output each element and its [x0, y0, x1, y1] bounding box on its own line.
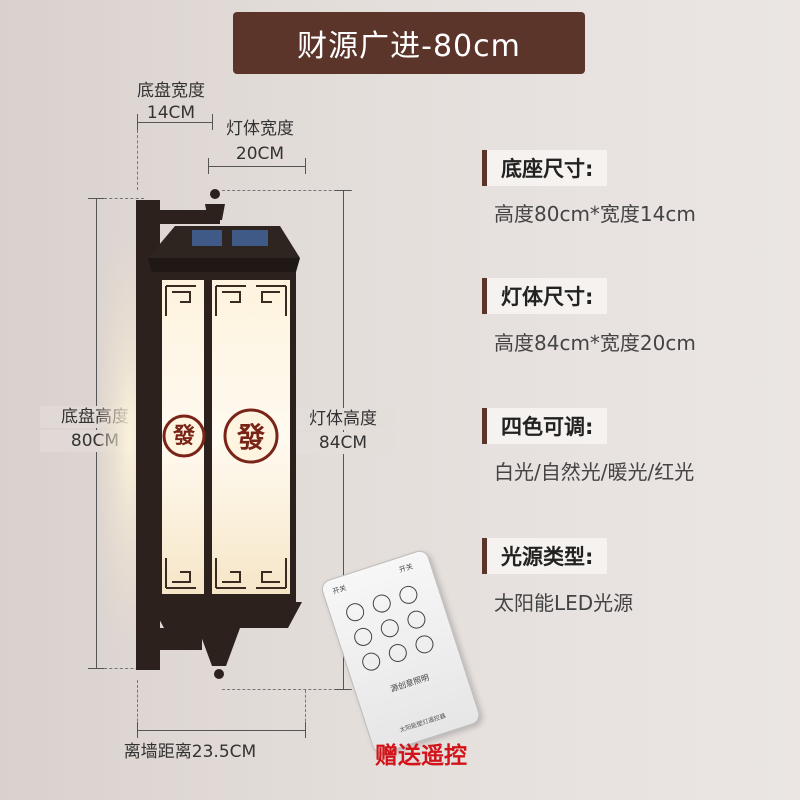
spec-light-source-heading: 光源类型: — [482, 538, 608, 574]
lamp-height-value: 84CM — [290, 432, 396, 454]
medallion-char-right: 發 — [236, 421, 265, 454]
base-width-tick-right — [212, 114, 213, 130]
spec-lamp-size-heading: 灯体尺寸: — [482, 278, 608, 314]
lamp-height-guide-top — [222, 190, 352, 191]
wall-dist-guide-right — [305, 690, 306, 736]
wall-lamp-illustration — [100, 189, 302, 679]
spec-base-size-value: 高度80cm*宽度14cm — [494, 202, 696, 226]
product-title: 财源广进-80cm — [233, 12, 585, 74]
wall-dist-line — [137, 730, 305, 731]
base-width-guide — [137, 130, 138, 190]
spec-color-heading: 四色可调: — [482, 408, 608, 444]
remote-button — [378, 616, 402, 640]
wall-dist-tick-right — [305, 722, 306, 738]
spec-light-source-value: 太阳能LED光源 — [494, 591, 634, 615]
lamp-width-line — [208, 166, 306, 167]
remote-button — [370, 592, 394, 615]
base-width-line — [137, 122, 213, 123]
gift-remote-label: 赠送遥控 — [375, 743, 467, 769]
base-height-guide-bottom — [104, 668, 144, 669]
lamp-height-tick-bottom — [335, 689, 351, 690]
spec-base-size-heading: 底座尺寸: — [482, 150, 608, 186]
lamp-width-tick-left — [208, 158, 209, 174]
lamp-height-tick-top — [335, 190, 351, 191]
remote-button — [397, 583, 420, 607]
base-width-label: 底盘宽度 — [137, 81, 205, 101]
wall-dist-guide-left — [137, 680, 138, 736]
lamp-width-value: 20CM — [235, 144, 285, 164]
spec-lamp-size-value: 高度84cm*宽度20cm — [494, 331, 696, 355]
spec-color-value: 白光/自然光/暖光/红光 — [494, 460, 695, 484]
wall-dist-tick-left — [137, 722, 138, 738]
base-height-guide-top — [104, 198, 144, 199]
lamp-width-tick-right — [305, 158, 306, 174]
medallion-char-left: 發 — [172, 423, 195, 449]
base-width-value: 14CM — [146, 103, 196, 123]
remote-button — [405, 608, 428, 631]
base-width-tick-left — [137, 114, 138, 130]
lamp-width-label: 灯体宽度 — [226, 119, 294, 139]
lamp-height-label: 灯体高度 — [290, 408, 396, 430]
lamp-height-guide-bottom — [222, 689, 352, 690]
base-height-tick-top — [88, 198, 104, 199]
base-height-tick-bottom — [88, 668, 104, 669]
wall-dist-label: 离墙距离23.5CM — [123, 742, 257, 762]
